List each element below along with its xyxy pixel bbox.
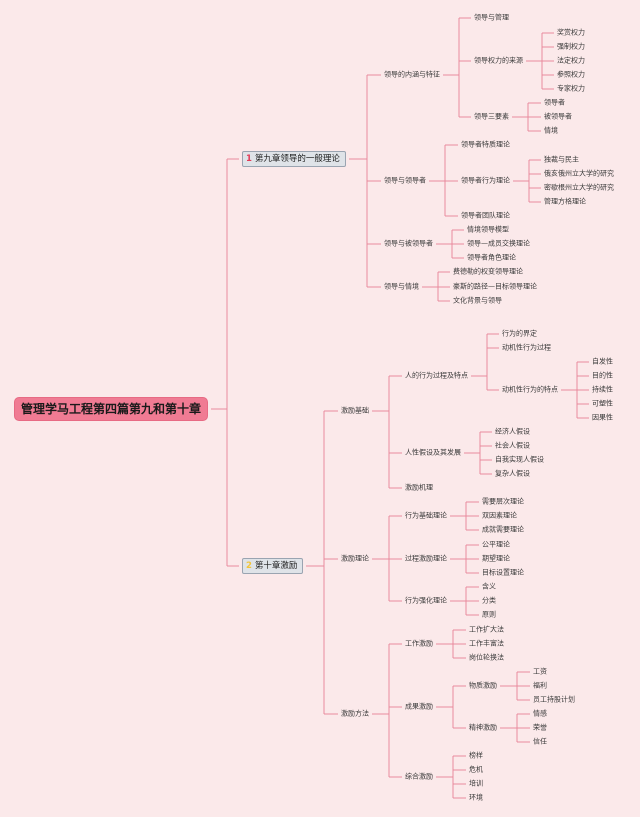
topic-motivation-methods[interactable]: 激励方法 [341,709,369,718]
topic-behavior-basis-theory[interactable]: 行为基础理论 [405,511,447,520]
topic-three-elements[interactable]: 领导三要素 [474,112,509,121]
leaf-crisis[interactable]: 危机 [469,765,483,774]
leaf-principles[interactable]: 原则 [482,610,496,619]
root-topic[interactable]: 管理学马工程第四篇第九和第十章 [14,397,209,421]
topic-motivation-basis[interactable]: 激励基础 [341,406,369,415]
leaf-situation[interactable]: 情境 [544,126,558,135]
leaf-complex-man[interactable]: 复杂人假设 [495,469,530,478]
topic-situation[interactable]: 领导与情境 [384,282,419,291]
topic-motivation-theory[interactable]: 激励理论 [341,554,369,563]
leaf-spontaneity[interactable]: 自发性 [592,357,613,366]
topic-leaders[interactable]: 领导与领导者 [384,176,426,185]
leaf-honor[interactable]: 荣誉 [533,723,547,732]
leaf-hierarchy-of-needs[interactable]: 需要层次理论 [482,497,524,506]
topic-behavior-theory[interactable]: 领导者行为理论 [461,176,510,185]
topic-integrated-motivation[interactable]: 综合激励 [405,772,433,781]
chapter-10-label: 第十章激励 [254,561,298,571]
leaf-managerial-grid[interactable]: 管理方格理论 [544,197,586,206]
priority-1-icon: 1 [246,154,252,164]
leaf-self-actualizing-man[interactable]: 自我实现人假设 [495,455,544,464]
leaf-meaning[interactable]: 含义 [482,582,496,591]
leaf-role-theory[interactable]: 领导者角色理论 [467,253,516,262]
leaf-role-model[interactable]: 榜样 [469,751,483,760]
leaf-environment[interactable]: 环境 [469,793,483,802]
priority-2-icon: 2 [246,561,252,571]
leaf-economic-man[interactable]: 经济人假设 [495,427,530,436]
topic-motivated-traits[interactable]: 动机性行为的特点 [502,385,558,394]
leaf-goal-setting[interactable]: 目标设置理论 [482,568,524,577]
topic-team-theory[interactable]: 领导者团队理论 [461,211,510,220]
leaf-ohio-state-study[interactable]: 俄亥俄州立大学的研究 [544,169,614,178]
topic-leadership-vs-management[interactable]: 领导与管理 [474,13,509,22]
leaf-reward-power[interactable]: 奖赏权力 [557,28,585,37]
leaf-plasticity[interactable]: 可塑性 [592,399,613,408]
topic-human-nature[interactable]: 人性假设及其发展 [405,448,461,457]
leaf-legitimate-power[interactable]: 法定权力 [557,56,585,65]
leaf-situational-model[interactable]: 情境领导模型 [467,225,509,234]
leaf-two-factor[interactable]: 双因素理论 [482,511,517,520]
topic-behavior-process[interactable]: 人的行为过程及特点 [405,371,468,380]
topic-leadership-meaning[interactable]: 领导的内涵与特征 [384,70,440,79]
leaf-esop[interactable]: 员工持股计划 [533,695,575,704]
leaf-job-rotation[interactable]: 岗位轮换法 [469,653,504,662]
topic-process-theory[interactable]: 过程激励理论 [405,554,447,563]
leaf-trust[interactable]: 信任 [533,737,547,746]
topic-material-incentive[interactable]: 物质激励 [469,681,497,690]
leaf-equity-theory[interactable]: 公平理论 [482,540,510,549]
leaf-referent-power[interactable]: 参照权力 [557,70,585,79]
leaf-achievement-need[interactable]: 成就需要理论 [482,525,524,534]
leaf-follower[interactable]: 被领导者 [544,112,572,121]
leaf-classification[interactable]: 分类 [482,596,496,605]
leaf-wages[interactable]: 工资 [533,667,547,676]
chapter-9-label: 第九章领导的一般理论 [254,154,340,164]
leaf-coercive-power[interactable]: 强制权力 [557,42,585,51]
leaf-job-enlargement[interactable]: 工作扩大法 [469,625,504,634]
leaf-path-goal-theory[interactable]: 豪斯的路径—目标领导理论 [453,282,537,291]
leaf-fiedler-theory[interactable]: 费德勒的权变领导理论 [453,267,523,276]
topic-reinforcement[interactable]: 行为强化理论 [405,596,447,605]
leaf-leader[interactable]: 领导者 [544,98,565,107]
leaf-expert-power[interactable]: 专家权力 [557,84,585,93]
leaf-benefits[interactable]: 福利 [533,681,547,690]
leaf-causality[interactable]: 因果性 [592,413,613,422]
leaf-motivated-process[interactable]: 动机性行为过程 [502,343,551,352]
leaf-motivation-mechanism[interactable]: 激励机理 [405,483,433,492]
topic-power-sources[interactable]: 领导权力的来源 [474,56,523,65]
leaf-lmx-theory[interactable]: 领导—成员交换理论 [467,239,530,248]
leaf-job-enrichment[interactable]: 工作丰富法 [469,639,504,648]
leaf-michigan-study[interactable]: 密歇根州立大学的研究 [544,183,614,192]
topic-trait-theory[interactable]: 领导者特质理论 [461,140,510,149]
leaf-training[interactable]: 培训 [469,779,483,788]
leaf-behavior-definition[interactable]: 行为的界定 [502,329,537,338]
leaf-emotion[interactable]: 情感 [533,709,547,718]
topic-spiritual-incentive[interactable]: 精神激励 [469,723,497,732]
leaf-persistence[interactable]: 持续性 [592,385,613,394]
leaf-expectancy-theory[interactable]: 期望理论 [482,554,510,563]
leaf-culture-leadership[interactable]: 文化背景与领导 [453,296,502,305]
leaf-social-man[interactable]: 社会人假设 [495,441,530,450]
topic-result-motivation[interactable]: 成果激励 [405,702,433,711]
leaf-autocratic-democratic[interactable]: 独裁与民主 [544,155,579,164]
topic-followers[interactable]: 领导与被领导者 [384,239,433,248]
topic-work-motivation[interactable]: 工作激励 [405,639,433,648]
leaf-purposiveness[interactable]: 目的性 [592,371,613,380]
